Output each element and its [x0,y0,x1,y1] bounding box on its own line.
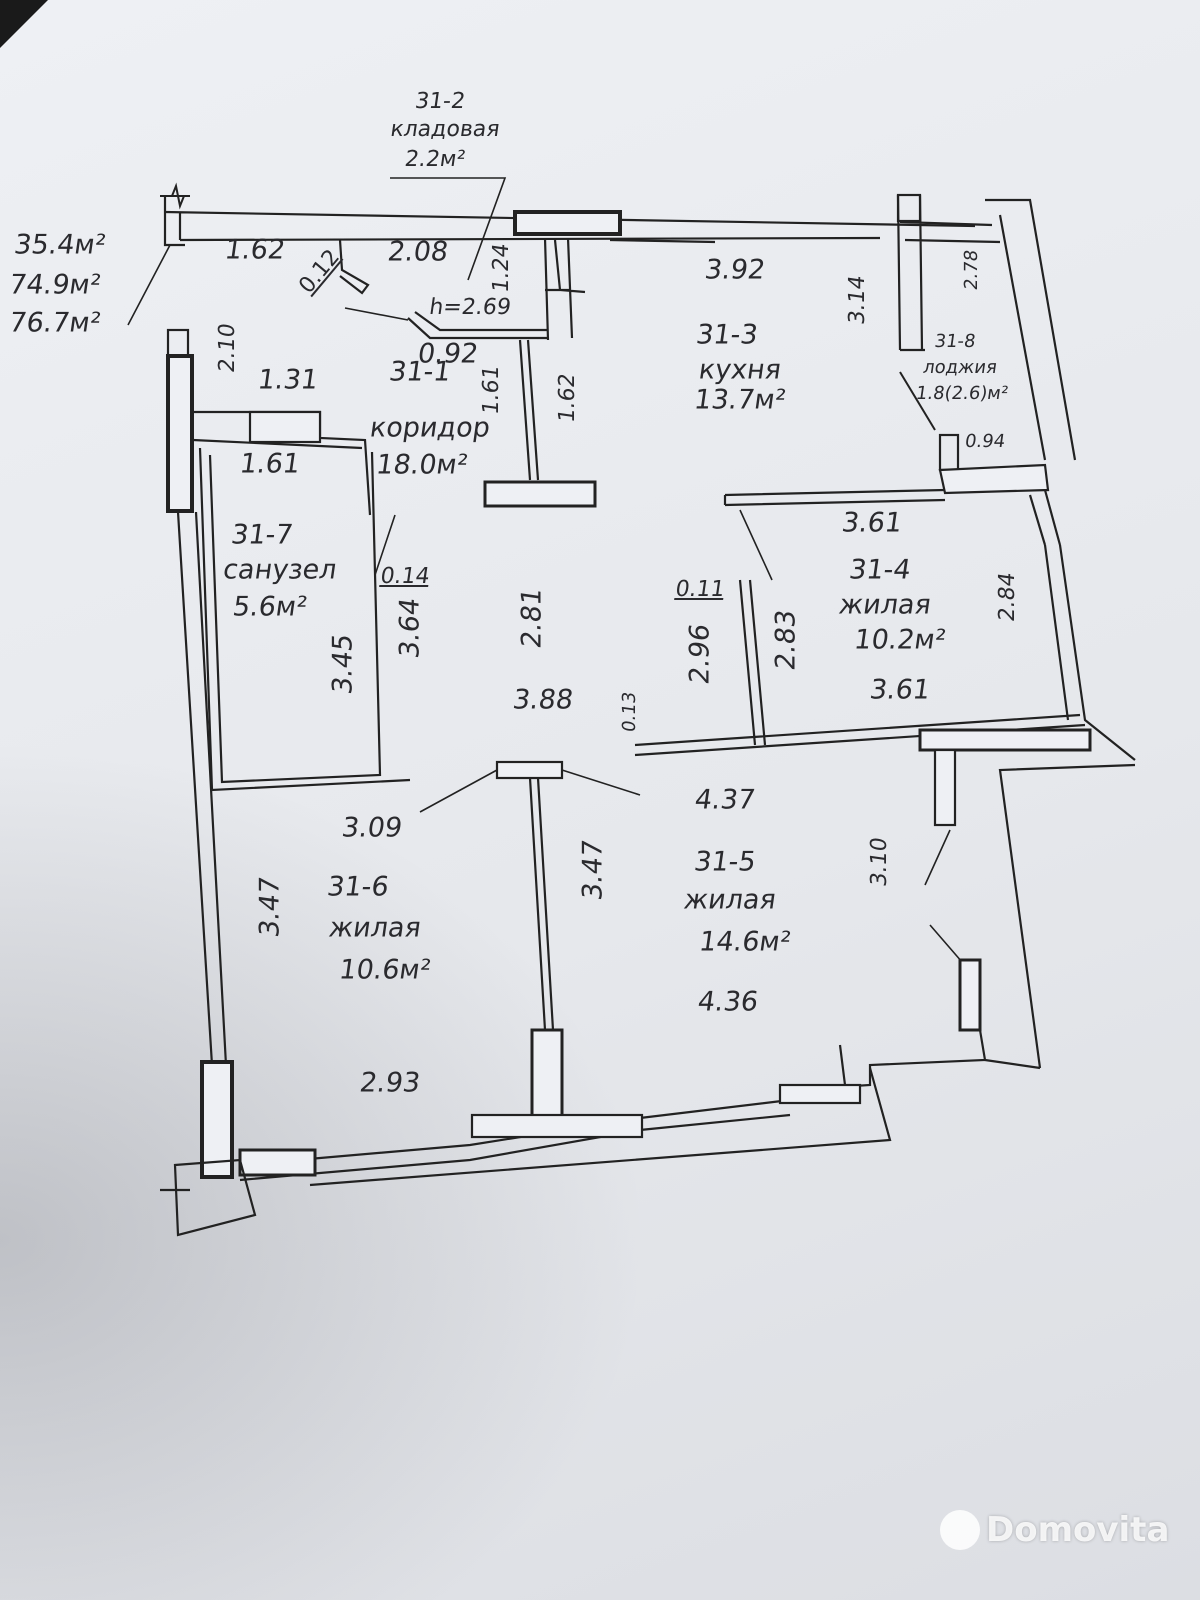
dim-3-88: 3.88 [510,684,576,716]
room-31-4-area: 10.2м² [852,624,948,656]
dim-3-09: 3.09 [339,812,405,844]
dim-2-83: 2.83 [770,607,802,673]
dim-0-14: 0.14 [378,564,432,589]
total-area-2: 74.9м² [7,269,103,301]
room-31-2-id: 31-2 [413,89,467,114]
room-31-7-id: 31-7 [229,519,295,551]
room-31-5-area: 14.6м² [697,926,793,958]
dim-0-13: 0.13 [619,690,640,734]
dim-3-61-bottom: 3.61 [867,674,933,706]
dim-1-61-vertical: 1.61 [479,363,504,417]
room-31-1-name: коридор [367,412,493,444]
dim-0-11: 0.11 [673,577,727,602]
domovita-logo-icon [940,1510,980,1550]
dim-1-61: 1.61 [237,448,303,480]
room-31-6-name: жилая [326,912,424,944]
dim-0-94: 0.94 [963,431,1007,452]
room-31-6-id: 31-6 [325,871,391,903]
room-31-3-id: 31-3 [694,319,760,351]
room-31-8-area: 1.8(2.6)м² [914,383,1010,404]
dim-4-37: 4.37 [692,784,758,816]
watermark-text: Domovita [986,1510,1170,1550]
room-31-8-id: 31-8 [933,331,977,352]
photo-corner [0,0,48,48]
dim-2-81: 2.81 [516,585,548,651]
room-31-1-area: 18.0м² [374,449,470,481]
room-31-7-name: санузел [221,554,339,586]
room-31-6-area: 10.6м² [337,954,433,986]
dim-3-92: 3.92 [702,254,768,286]
dim-2-93: 2.93 [357,1067,423,1099]
dim-1-62: 1.62 [222,234,288,266]
dim-1-31: 1.31 [255,364,321,396]
dim-2-10: 2.10 [215,321,240,375]
dim-4-36: 4.36 [695,986,761,1018]
room-31-5-name: жилая [681,884,779,916]
dim-0-92: 0.92 [415,338,481,370]
total-area-3: 76.7м² [7,307,103,339]
total-area-1: 35.4м² [12,229,108,261]
dim-3-45: 3.45 [327,631,359,697]
ceiling-height: h=2.69 [427,295,513,320]
dim-2-78: 2.78 [961,248,982,292]
room-31-2-area: 2.2м² [403,147,468,172]
dim-1-62-vertical: 1.62 [555,371,580,425]
dim-3-47-right: 3.47 [577,837,609,903]
room-31-3-area: 13.7м² [692,384,788,416]
room-31-3-name: кухня [696,354,784,386]
watermark: Domovita [940,1510,1169,1550]
dim-2-84: 2.84 [995,570,1020,624]
room-31-4-name: жилая [836,589,934,621]
dim-3-47-left: 3.47 [254,874,286,940]
room-31-5-id: 31-5 [692,846,758,878]
dim-2-96: 2.96 [684,621,716,687]
photo-shadow [0,700,700,1600]
dim-3-61-top: 3.61 [839,507,905,539]
room-31-7-area: 5.6м² [230,591,310,623]
dim-1-24: 1.24 [489,241,514,295]
room-31-2-name: кладовая [388,117,502,142]
dim-3-10: 3.10 [867,835,892,889]
dim-2-08: 2.08 [385,236,451,268]
room-31-4-id: 31-4 [847,554,913,586]
room-31-8-name: лоджия [921,357,999,378]
dim-3-14: 3.14 [845,273,870,327]
dim-3-64: 3.64 [394,595,426,661]
